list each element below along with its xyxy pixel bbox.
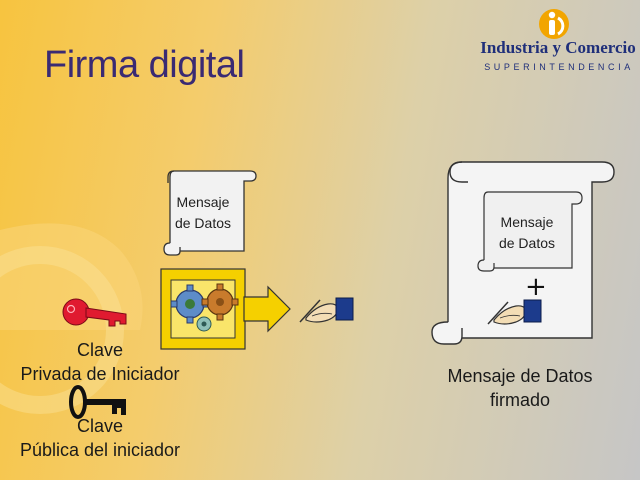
signed-inner-document-label: Mensaje de Datos (490, 212, 564, 254)
red-key-icon (62, 298, 127, 327)
signed-caption-line1: Mensaje de Datos (447, 366, 593, 386)
gears-icon (160, 268, 246, 350)
slide-title: Firma digital (44, 44, 245, 86)
public-key-label-line2: Pública del iniciador (19, 440, 181, 460)
black-key-icon (69, 385, 126, 419)
input-document-label-line2: de Datos (174, 215, 232, 231)
logo-mark-icon (539, 9, 569, 39)
logo-name: Industria y Comercio (480, 38, 636, 57)
signed-document-caption: Mensaje de Datos firmado (420, 364, 620, 412)
signing-hand-icon (487, 299, 542, 325)
arrow-right-icon (243, 285, 291, 333)
private-key-label: Clave Privada de Iniciador (10, 338, 190, 386)
private-key-label-line2: Privada de Iniciador (20, 364, 180, 384)
input-document-label-line1: Mensaje (176, 194, 230, 210)
input-document-label: Mensaje de Datos (168, 192, 238, 234)
public-key-label: Clave Pública del iniciador (10, 414, 190, 462)
signed-inner-label-line1: Mensaje (500, 214, 554, 230)
signed-scroll-icon (431, 161, 615, 345)
signing-hand-icon (299, 297, 354, 323)
logo-subtitle: SUPERINTENDENCIA (484, 62, 634, 72)
public-key-label-line1: Clave (76, 416, 124, 436)
signed-inner-label-line2: de Datos (498, 235, 556, 251)
signed-caption-line2: firmado (489, 390, 551, 410)
plus-sign: + (525, 272, 547, 302)
logo: Industria y Comercio SUPERINTENDENCIA (478, 6, 638, 72)
scroll-icon (163, 170, 257, 256)
private-key-label-line1: Clave (76, 340, 124, 360)
